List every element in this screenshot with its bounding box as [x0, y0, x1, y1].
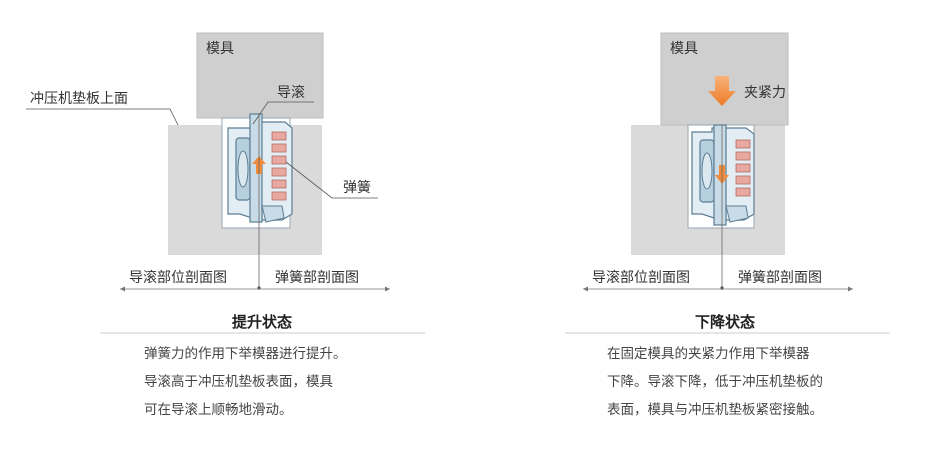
roller-hub — [701, 152, 713, 190]
down-state-description: 在固定模具的夹紧力作用下举模器 下降。导滚下降，低于冲压机垫板的 表面，模具与冲… — [607, 340, 823, 424]
spring-stack — [271, 131, 287, 201]
section-left-label: 导滚部位剖面图 — [129, 269, 227, 286]
press-surface-label: 冲压机垫板上面 — [30, 91, 128, 107]
mold-label: 模具 — [670, 41, 698, 57]
description-line: 下降。导滚下降，低于冲压机垫板的 — [607, 374, 823, 390]
right-diagram: 模具 夹紧力 导滚部位剖面图 弹簧部剖面图 — [565, 32, 890, 334]
spring-leader — [285, 161, 378, 199]
guide-roller-label: 导滚 — [277, 84, 305, 101]
mold-block — [196, 32, 324, 119]
section-line-tick-right — [385, 286, 390, 292]
description-line: 弹簧力的作用下举模器进行提升。 — [144, 346, 347, 362]
roller-hub — [237, 150, 249, 188]
section-line-tick-right — [848, 286, 853, 292]
lifter-bottom-lip — [261, 205, 285, 223]
left-diagram: 模具 冲压机垫板上面 导滚 弹簧 — [26, 32, 425, 334]
description-line: 在固定模具的夹紧力作用下举模器 — [607, 346, 810, 362]
lift-state-description: 弹簧力的作用下举模器进行提升。 导滚高于冲压机垫板表面，模具 可在导滚上顺畅地滑… — [144, 340, 347, 424]
description-line: 表面，模具与冲压机垫板紧密接触。 — [607, 402, 823, 418]
lifter-bottom-lip — [725, 205, 749, 223]
clamp-force-label: 夹紧力 — [744, 85, 786, 101]
down-state-title: 下降状态 — [694, 313, 755, 331]
spring-label: 弹簧 — [343, 180, 371, 196]
lift-state-title: 提升状态 — [231, 313, 292, 331]
section-left-label: 导滚部位剖面图 — [592, 269, 690, 286]
guide-roller-leader — [252, 101, 314, 125]
mold-label: 模具 — [206, 41, 234, 57]
description-line: 可在导滚上顺畅地滑动。 — [144, 402, 293, 418]
section-line-tick-left — [583, 286, 588, 292]
clamp-force-arrow — [708, 76, 736, 106]
press-surface-leader — [26, 108, 179, 126]
spring-stack — [735, 139, 751, 197]
section-right-label: 弹簧部剖面图 — [275, 270, 359, 286]
section-right-label: 弹簧部剖面图 — [738, 270, 822, 286]
description-line: 导滚高于冲压机垫板表面，模具 — [144, 374, 333, 390]
section-line-tick-left — [120, 286, 125, 292]
